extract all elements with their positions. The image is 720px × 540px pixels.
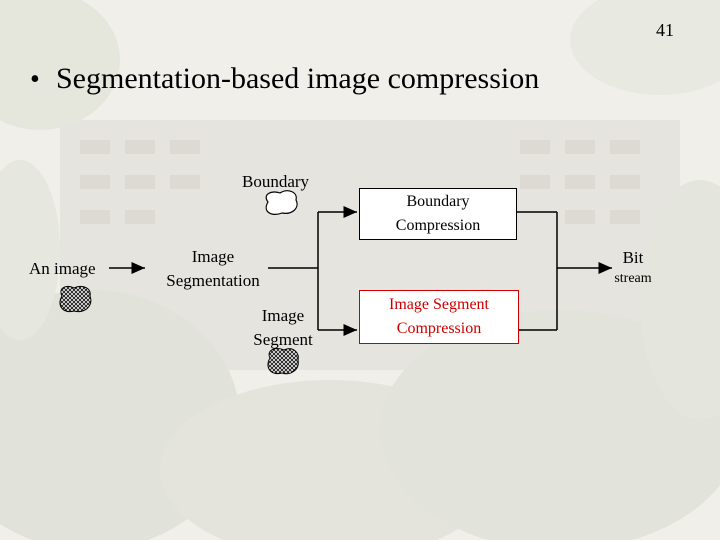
bitstream-label: Bit stream [598, 247, 668, 289]
segmentation-label-line2: Segmentation [146, 269, 280, 293]
boundary-outline-icon [266, 191, 297, 215]
segmentation-label-line1: Image [146, 245, 280, 269]
segment-compression-line2: Compression [389, 317, 489, 341]
image-segment-label: Image Segment [240, 304, 326, 352]
boundary-compression-box: Boundary Compression [359, 188, 517, 240]
bitstream-label-line2: stream [598, 269, 668, 289]
boundary-compression-line1: Boundary [396, 190, 480, 214]
boundary-compression-line2: Compression [396, 214, 480, 238]
input-image-label: An image [29, 259, 96, 279]
image-segment-label-line1: Image [240, 304, 326, 328]
bitstream-label-line1: Bit [598, 247, 668, 269]
segment-blob-icon [268, 348, 298, 373]
boundary-label: Boundary [242, 172, 309, 192]
segment-compression-box: Image Segment Compression [359, 290, 519, 344]
segmentation-label: Image Segmentation [146, 245, 280, 293]
segment-compression-line1: Image Segment [389, 293, 489, 317]
image-blob-icon [60, 286, 91, 311]
image-segment-label-line2: Segment [240, 328, 326, 352]
